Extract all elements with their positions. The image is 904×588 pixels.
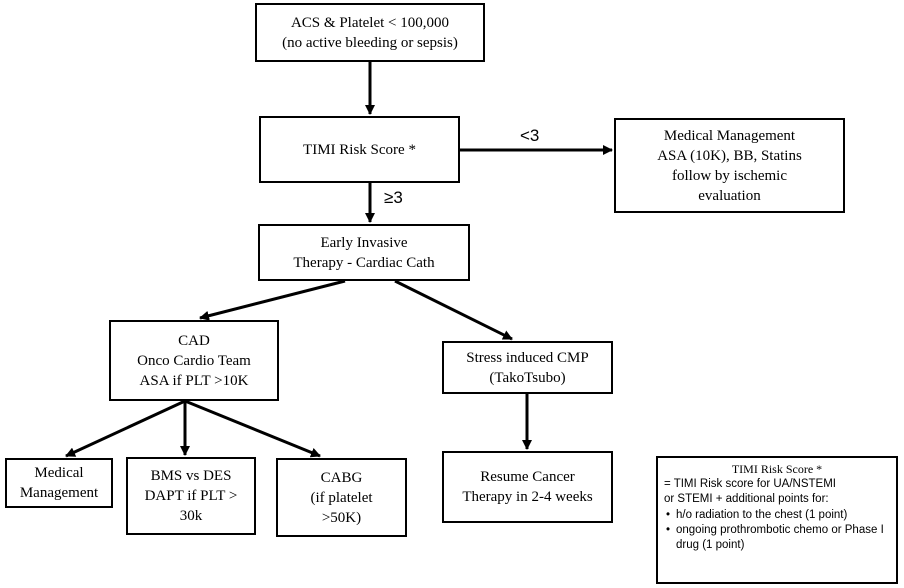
cabg-line: CABG [320, 469, 363, 486]
cad-line: Onco Cardio Team [137, 352, 251, 369]
medical-line: Management [19, 485, 99, 501]
note-title: TIMI Risk Score * [731, 462, 823, 476]
cabg-line: (if platelet [310, 489, 373, 506]
medical-management-line: follow by ischemic [672, 167, 787, 184]
medical-line: Medical [34, 465, 84, 481]
resume-line: Resume Cancer [480, 469, 575, 485]
medical-management-line: ASA (10K), BB, Statins [657, 147, 802, 164]
bms-line: DAPT if PLT > [144, 488, 238, 504]
note-bullet: ongoing prothrombotic chemo or Phase I d… [666, 523, 890, 553]
arrow-cad-to-cabg [184, 399, 321, 458]
note-line: = TIMI Risk score for UA/NSTEMI [664, 478, 836, 490]
note-bullet-list: h/o radiation to the chest (1 point) ong… [664, 508, 890, 553]
stress-cmp-line: (TakoTsubo) [489, 369, 566, 386]
start-node: ACS & Platelet < 100,000 (no active blee… [255, 3, 485, 62]
arrow-invasive-to-cad [199, 279, 346, 321]
cabg-line: >50K) [321, 509, 362, 526]
note-line: or STEMI + additional points for: [664, 493, 829, 505]
cad-line: ASA if PLT >10K [139, 372, 249, 389]
bms-line: BMS vs DES [150, 468, 232, 484]
start-node-line: ACS & Platelet < 100,000 [290, 14, 450, 31]
cad-node: CAD Onco Cardio Team ASA if PLT >10K [109, 320, 279, 401]
stress-cmp-line: Stress induced CMP [466, 349, 589, 366]
edge-label-lt3: <3 [520, 126, 540, 145]
cad-line: CAD [178, 332, 210, 349]
arrow-invasive-to-stress [394, 279, 513, 341]
medical-management-line: evaluation [698, 187, 761, 204]
timi-risk-score-node: TIMI Risk Score * [259, 116, 460, 183]
arrow-cad-to-medical [65, 399, 186, 458]
bms-vs-des-node: BMS vs DES DAPT if PLT > 30k [126, 457, 256, 535]
edge-label-ge3: ≥3 [384, 188, 403, 207]
stress-cmp-node: Stress induced CMP (TakoTsubo) [442, 341, 613, 394]
timi-score-note: TIMI Risk Score * = TIMI Risk score for … [656, 456, 898, 584]
resume-line: Therapy in 2-4 weeks [462, 489, 593, 505]
cabg-node: CABG (if platelet >50K) [276, 458, 407, 537]
start-node-line: (no active bleeding or sepsis) [282, 34, 458, 51]
early-invasive-node: Early Invasive Therapy - Cardiac Cath [258, 224, 470, 281]
bms-line: 30k [179, 508, 203, 524]
timi-risk-score-label: TIMI Risk Score * [303, 141, 416, 158]
note-bullet: h/o radiation to the chest (1 point) [666, 508, 890, 523]
resume-cancer-therapy-node: Resume Cancer Therapy in 2-4 weeks [442, 451, 613, 523]
early-invasive-line: Therapy - Cardiac Cath [293, 254, 435, 271]
medical-management-line: Medical Management [663, 127, 796, 144]
medical-node: Medical Management [5, 458, 113, 508]
early-invasive-line: Early Invasive [320, 234, 408, 251]
medical-management-node: Medical Management ASA (10K), BB, Statin… [614, 118, 845, 213]
